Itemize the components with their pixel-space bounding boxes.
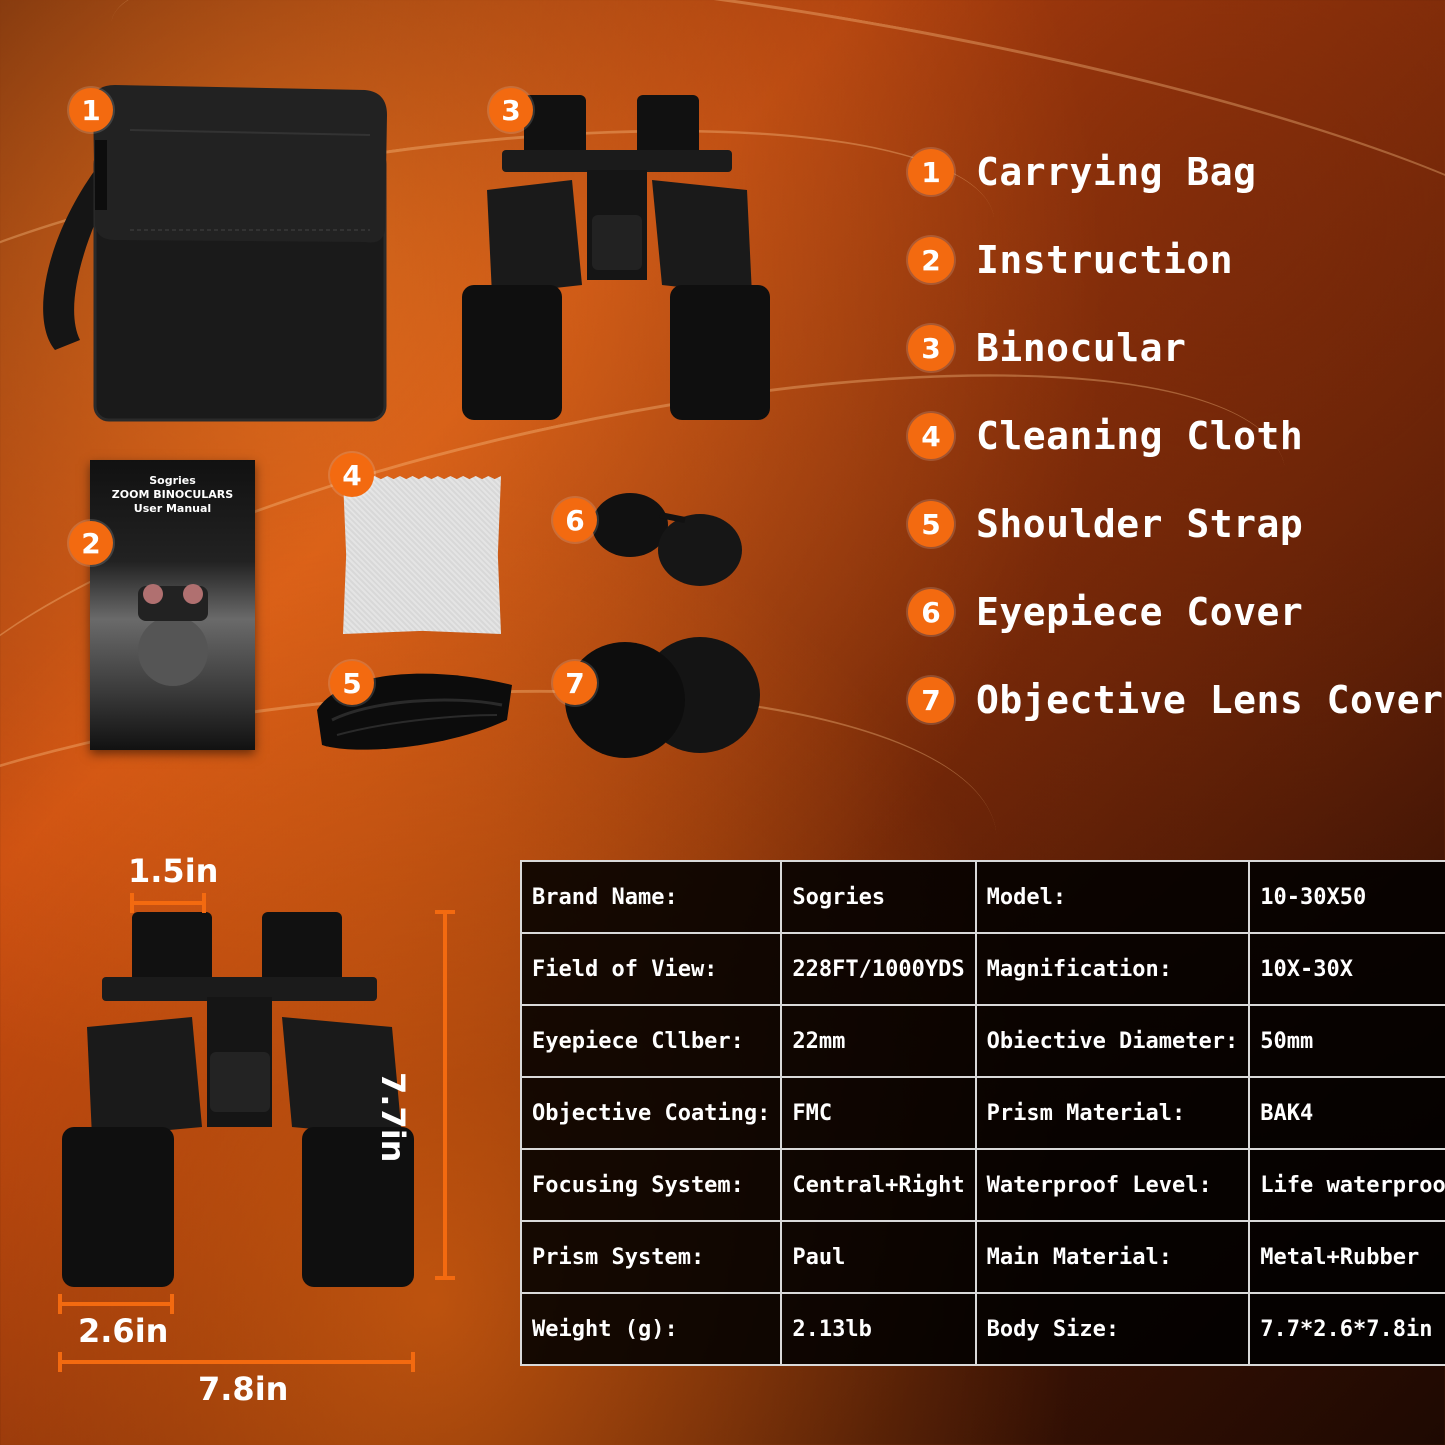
spec-label: Field of View: <box>519 932 783 1006</box>
legend-label: Instruction <box>976 238 1234 282</box>
spec-label: Weight (g): <box>519 1292 783 1366</box>
badge-7: 7 <box>553 661 597 705</box>
spec-value: Metal+Rubber <box>1248 1220 1445 1294</box>
legend-label: Objective Lens Cover <box>976 678 1444 722</box>
badge-5: 5 <box>330 661 374 705</box>
spec-label: Brand Name: <box>519 860 783 934</box>
spec-value: 10X-30X <box>1248 932 1445 1006</box>
eyepiece-width-label: 1.5in <box>128 852 219 890</box>
total-width-label: 7.8in <box>198 1370 289 1408</box>
spec-value: 228FT/1000YDS <box>780 932 977 1006</box>
legend-badge: 3 <box>908 325 954 371</box>
legend-label: Cleaning Cloth <box>976 414 1304 458</box>
legend-item: 1 Carrying Bag <box>908 128 1444 216</box>
legend-item: 6 Eyepiece Cover <box>908 568 1444 656</box>
binocular-dimension-image <box>62 912 414 1287</box>
legend-label: Eyepiece Cover <box>976 590 1304 634</box>
spec-value: 2.13lb <box>780 1292 977 1366</box>
manual-title: ZOOM BINOCULARS <box>111 488 234 501</box>
legend-badge: 1 <box>908 149 954 195</box>
spec-label: Prism Material: <box>974 1076 1251 1150</box>
legend-badge: 7 <box>908 677 954 723</box>
height-label: 7.7in <box>374 1072 412 1163</box>
objective-lens-cover-image <box>565 637 760 758</box>
legend-label: Carrying Bag <box>976 150 1257 194</box>
spec-value: 22mm <box>780 1004 977 1078</box>
spec-value: Paul <box>780 1220 977 1294</box>
legend-label: Shoulder Strap <box>976 502 1304 546</box>
binocular-image <box>462 95 770 420</box>
legend-label: Binocular <box>976 326 1187 370</box>
badge-4: 4 <box>330 453 374 497</box>
manual-brand: Sogries <box>149 474 196 487</box>
spec-value: Sogries <box>780 860 977 934</box>
spec-label: Main Material: <box>974 1220 1251 1294</box>
spec-label: Magnification: <box>974 932 1251 1006</box>
legend-badge: 4 <box>908 413 954 459</box>
spec-label: Eyepiece Cllber: <box>519 1004 783 1078</box>
legend-item: 4 Cleaning Cloth <box>908 392 1444 480</box>
instruction-manual: Sogries ZOOM BINOCULARS User Manual <box>90 460 255 750</box>
legend-badge: 6 <box>908 589 954 635</box>
legend-item: 5 Shoulder Strap <box>908 480 1444 568</box>
spec-label: Objective Coating: <box>519 1076 783 1150</box>
spec-value: BAK4 <box>1248 1076 1445 1150</box>
legend-item: 3 Binocular <box>908 304 1444 392</box>
badge-2: 2 <box>69 521 113 565</box>
spec-label: Prism System: <box>519 1220 783 1294</box>
cleaning-cloth-image <box>343 476 501 634</box>
spec-label: Obiective Diameter: <box>974 1004 1251 1078</box>
spec-value: 10-30X50 <box>1248 860 1445 934</box>
badge-6: 6 <box>553 498 597 542</box>
carrying-bag-image <box>43 85 387 422</box>
badge-1: 1 <box>69 88 113 132</box>
spec-label: Body Size: <box>974 1292 1251 1366</box>
legend-item: 7 Objective Lens Cover <box>908 656 1444 744</box>
spec-value: Central+Right <box>780 1148 977 1222</box>
spec-label: Waterproof Level: <box>974 1148 1251 1222</box>
spec-value: 7.7*2.6*7.8in <box>1248 1292 1445 1366</box>
legend-item: 2 Instruction <box>908 216 1444 304</box>
legend-badge: 5 <box>908 501 954 547</box>
spec-value: Life waterproof <box>1248 1148 1445 1222</box>
spec-label: Focusing System: <box>519 1148 783 1222</box>
legend-badge: 2 <box>908 237 954 283</box>
spec-value: 50mm <box>1248 1004 1445 1078</box>
manual-subtitle: User Manual <box>133 502 212 515</box>
eyepiece-cover-image <box>592 493 742 586</box>
manual-photo-icon <box>137 584 208 686</box>
spec-value: FMC <box>780 1076 977 1150</box>
spec-label: Model: <box>974 860 1251 934</box>
badge-3: 3 <box>489 88 533 132</box>
objective-width-label: 2.6in <box>78 1312 169 1350</box>
